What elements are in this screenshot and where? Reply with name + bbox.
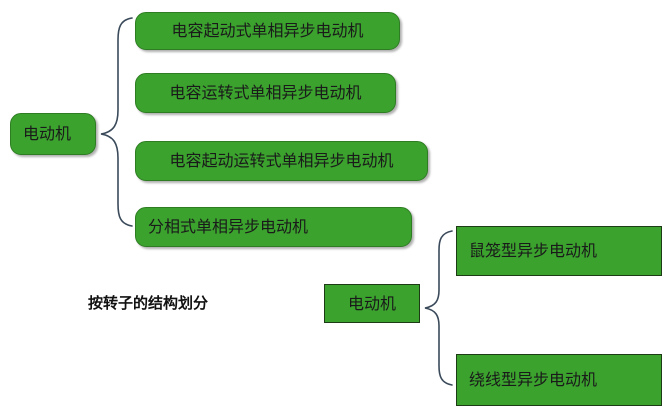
diagram-caption: 按转子的结构划分 — [88, 294, 209, 312]
right-brace — [424, 230, 453, 386]
left-root-node-motor[interactable]: 电动机 — [10, 113, 96, 155]
left-child-label-2: 电容运转式单相异步电动机 — [169, 83, 362, 102]
left-child-node-4[interactable]: 分相式单相异步电动机 — [135, 207, 412, 247]
right-child-node-1[interactable]: 鼠笼型异步电动机 — [456, 226, 662, 276]
left-child-label-3: 电容起动运转式单相异步电动机 — [169, 151, 394, 170]
left-brace — [100, 17, 133, 227]
right-root-node-motor[interactable]: 电动机 — [324, 284, 420, 323]
left-root-node-label: 电动机 — [23, 124, 72, 143]
left-child-label-1: 电容起动式单相异步电动机 — [171, 21, 364, 40]
right-root-node-label: 电动机 — [347, 293, 396, 313]
right-child-label-1: 鼠笼型异步电动机 — [469, 241, 598, 260]
right-child-label-2: 绕线型异步电动机 — [469, 370, 598, 389]
left-child-label-4: 分相式单相异步电动机 — [148, 217, 309, 236]
left-child-node-1[interactable]: 电容起动式单相异步电动机 — [135, 12, 400, 50]
left-child-node-3[interactable]: 电容起动运转式单相异步电动机 — [135, 141, 428, 181]
left-child-node-2[interactable]: 电容运转式单相异步电动机 — [135, 73, 396, 113]
right-child-node-2[interactable]: 绕线型异步电动机 — [456, 354, 662, 406]
